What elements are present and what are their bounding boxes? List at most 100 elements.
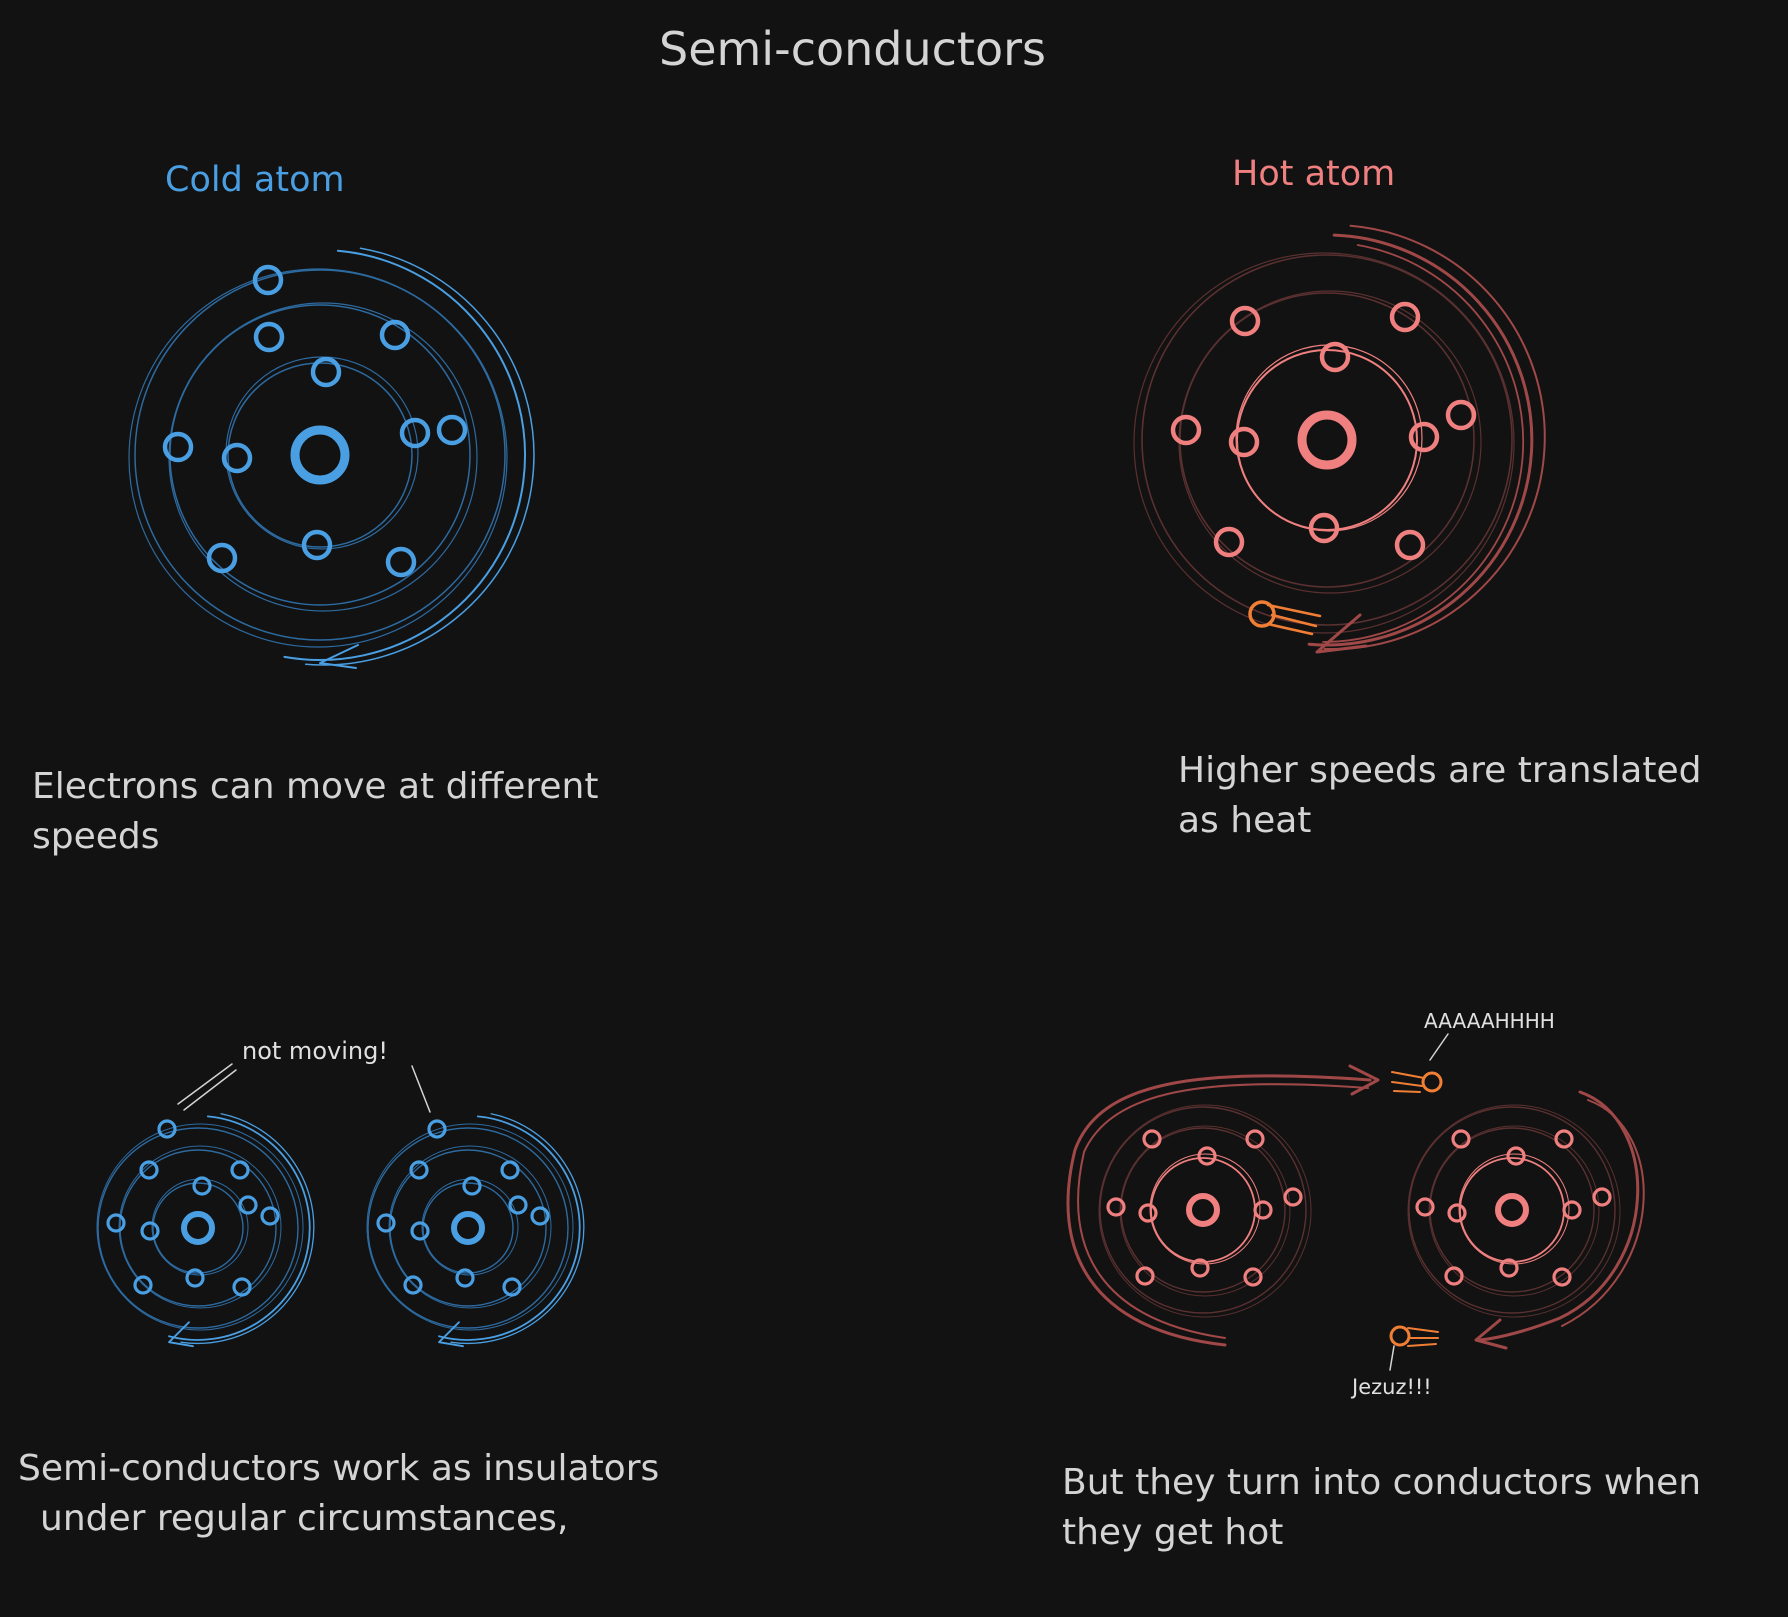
callout-line-right [411, 1065, 431, 1113]
hot-pair-right-atom-orbit-ring-sketch [1458, 1153, 1570, 1265]
pair-left-atom-electron [106, 1213, 126, 1233]
pair-right-atom-electron [427, 1119, 447, 1139]
cold-electron [252, 264, 284, 296]
callout-line-jezuz [1389, 1345, 1395, 1371]
hot-pair-right-atom-orbit-ring [1459, 1157, 1565, 1263]
speeds-text-line2: speeds [32, 816, 160, 857]
pair-left-atom-orbit-ring-sketch [118, 1145, 282, 1309]
pair-right-atom-electron [409, 1160, 429, 1180]
pair-right-atom-arrowhead [438, 1321, 464, 1348]
pair-left-atom-electron [232, 1277, 252, 1297]
hot-pair-left-atom-electron [1245, 1129, 1265, 1149]
hot-pair-right-atom-electron [1506, 1146, 1526, 1166]
hot-pair-right-atom-electron [1592, 1187, 1612, 1207]
hot-pair-right-atom-electron [1552, 1267, 1572, 1287]
hot-orbit-ring-sketch [1133, 252, 1515, 634]
pair-right-atom-nucleus [451, 1211, 485, 1245]
pair-left-atom-electron [230, 1160, 250, 1180]
pair-left-atom-electron [139, 1160, 159, 1180]
pair-right-atom-electron [500, 1160, 520, 1180]
heat-text-line2: as heat [1178, 800, 1312, 841]
flying-electron-bottom [1389, 1325, 1411, 1347]
pair-right-atom-orbit-ring-sketch [366, 1123, 574, 1331]
cold-electron [206, 542, 238, 574]
hot-electron [1445, 399, 1477, 431]
cold-motion-arrow [283, 249, 526, 662]
note-jezuz: Jezuz!!! [1352, 1375, 1432, 1399]
hot-orbit-ring [1141, 254, 1513, 626]
cold-electron [301, 529, 333, 561]
hot-motion-arrow [1307, 233, 1534, 647]
callout-line-aaah [1429, 1033, 1449, 1061]
pair-left-atom-orbit-ring [97, 1127, 299, 1329]
hot-pair-left-atom-orbit-ring [1099, 1106, 1307, 1314]
pair-right-atom-electron [508, 1195, 528, 1215]
pair-left-atom-motion-arrow-sketch [180, 1113, 315, 1345]
pair-right-atom-electron [462, 1176, 482, 1196]
pair-left-atom-orbit-ring [119, 1149, 277, 1307]
hot-pair-arrow-right [1478, 1090, 1640, 1342]
pair-right-atom-motion-arrow [438, 1115, 581, 1341]
page-title: Semi-conductors [659, 22, 1046, 76]
heat-text-line1: Higher speeds are translated [1178, 750, 1702, 791]
cold-electron [221, 442, 253, 474]
hot-pair-left-atom-electron [1142, 1129, 1162, 1149]
pair-left-atom-motion-arrow [168, 1115, 311, 1341]
hot-pair-left-atom-nucleus [1186, 1193, 1220, 1227]
hot-pair-left-atom-orbit-ring-sketch [1149, 1153, 1261, 1265]
cold-electron [379, 319, 411, 351]
cold-motion-arrow-sketch [304, 247, 535, 666]
hot-pair-right-atom-orbit-ring-sketch [1428, 1125, 1600, 1297]
hot-arrowhead [1315, 613, 1368, 654]
hot-pair-left-atom-electron [1197, 1146, 1217, 1166]
hot-electron [1394, 529, 1426, 561]
pair-left-atom-electron [133, 1275, 153, 1295]
hot-nucleus [1297, 410, 1357, 470]
insulator-text-line1: Semi-conductors work as insulators [18, 1448, 660, 1489]
pair-right-atom-motion-arrow-sketch [450, 1113, 585, 1345]
hot-pair-right-atom-electron [1554, 1129, 1574, 1149]
hot-electron [1170, 414, 1202, 446]
hot-electron [1228, 426, 1260, 458]
speeds-text-line1: Electrons can move at different [32, 766, 599, 807]
pair-right-atom-electron [403, 1275, 423, 1295]
hot-pair-left-atom-electron [1135, 1266, 1155, 1286]
cold-orbit-ring [227, 362, 413, 548]
hot-pair-right-atom-orbit-ring-sketch [1407, 1104, 1621, 1318]
hot-motion-arrow-sketch [1323, 224, 1546, 651]
cold-arrowhead [319, 644, 359, 669]
pair-left-atom-electron [140, 1221, 160, 1241]
hot-electron [1229, 305, 1261, 337]
pair-left-atom-electron [238, 1195, 258, 1215]
hot-pair-right-atom-orbit-ring [1429, 1127, 1595, 1293]
hot-pair-right-atom-electron [1447, 1203, 1467, 1223]
hot-atom-label: Hot atom [1232, 154, 1396, 194]
pair-left-atom-electron [157, 1119, 177, 1139]
cold-nucleus [290, 425, 350, 485]
hot-pair-arrow-right-sketch [1561, 1099, 1645, 1327]
cold-electron [310, 356, 342, 388]
hot-pair-left-atom-electron [1243, 1267, 1263, 1287]
pair-left-atom-electron [185, 1268, 205, 1288]
speed-lines-bottom [1407, 1327, 1439, 1347]
cold-electron [253, 321, 285, 353]
cold-electron [162, 431, 194, 463]
pair-left-atom-electron [192, 1176, 212, 1196]
cold-orbit-ring [134, 269, 506, 641]
pair-right-atom-orbit-ring [367, 1127, 569, 1329]
cold-orbit-ring-sketch [168, 302, 478, 612]
hot-pair-left-atom-electron [1106, 1197, 1126, 1217]
pair-right-atom-electron [376, 1213, 396, 1233]
hot-pair-left-atom-orbit-ring-sketch [1119, 1125, 1291, 1297]
flying-electron-top [1421, 1071, 1443, 1093]
hot-pair-right-atom-electron [1451, 1129, 1471, 1149]
hot-pair-right-atom-electron [1444, 1266, 1464, 1286]
cold-electron [385, 546, 417, 578]
speed-lines [1266, 603, 1322, 636]
cold-orbit-ring [169, 304, 471, 606]
hot-pair-left-atom-electron [1283, 1187, 1303, 1207]
pair-right-atom-electron [502, 1277, 522, 1297]
hot-electron [1319, 341, 1351, 373]
cold-electron [436, 414, 468, 446]
conductor-text-line1: But they turn into conductors when [1062, 1462, 1702, 1503]
